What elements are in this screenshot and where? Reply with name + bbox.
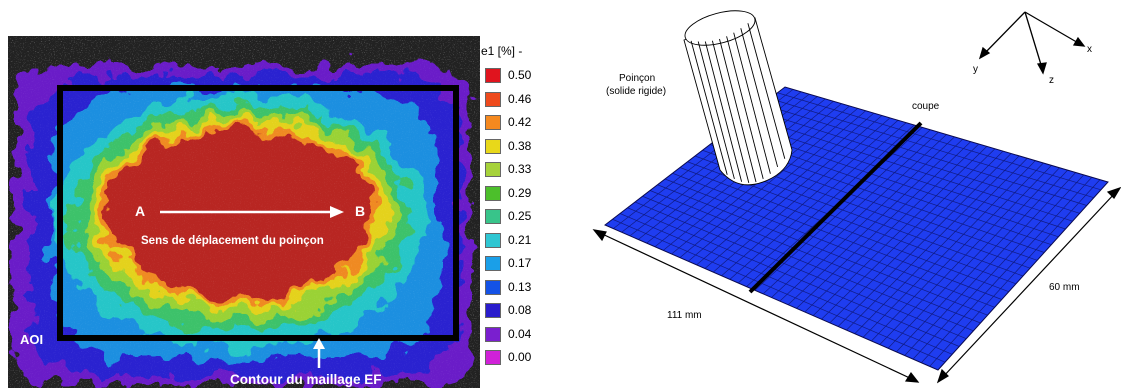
punch-cylinder	[683, 10, 793, 186]
color-scale-swatches	[485, 68, 501, 374]
section-line	[748, 121, 923, 294]
scale-tick-label: 0.50	[508, 68, 532, 82]
dimension-arrows	[592, 187, 1121, 384]
scale-tick-label: 0.29	[508, 185, 532, 200]
scale-swatch	[485, 162, 501, 177]
scale-title: e1 [%] -	[481, 44, 523, 58]
punch-label: Poinçon	[619, 73, 656, 84]
scale-swatch	[485, 326, 501, 342]
width-label: 60 mm	[1049, 282, 1080, 293]
axis-triad	[978, 11, 1086, 75]
point-b-label: B	[355, 203, 366, 219]
axis-x-label: x	[1087, 44, 1092, 55]
scale-swatch	[485, 256, 501, 271]
length-label: 111 mm	[667, 310, 702, 321]
scale-tick-label: 0.17	[508, 256, 532, 270]
scale-swatch	[485, 68, 501, 83]
point-a-label: A	[135, 203, 146, 219]
scale-swatch	[485, 209, 501, 224]
scale-swatch	[485, 185, 501, 201]
strain-field-svg	[8, 36, 480, 388]
scale-tick-label: 0.25	[508, 209, 532, 223]
aoi-label: AOI	[20, 332, 44, 347]
scale-swatch	[485, 303, 501, 318]
color-scale-ticks: 0.50 0.46 0.42 0.38 0.33 0.29 0.25 0.21 0.17 0.13…	[508, 67, 531, 373]
mesh-contour-rect	[57, 85, 459, 341]
scale-swatch	[485, 115, 501, 130]
scale-swatch	[485, 350, 501, 365]
scale-tick-label: 0.38	[508, 138, 532, 153]
section-label: coupe	[912, 101, 940, 112]
scale-tick-label: 0.00	[508, 350, 532, 364]
scale-swatch	[485, 91, 501, 107]
scale-tick-label: 0.13	[508, 279, 532, 294]
mesh-grid	[612, 89, 1102, 367]
scale-tick-label: 0.46	[508, 91, 532, 106]
scale-tick-label: 0.04	[508, 326, 532, 341]
contour-label: Contour du maillage EF	[230, 372, 382, 387]
scale-swatch	[485, 279, 501, 295]
scale-tick-label: 0.21	[508, 232, 532, 247]
scale-tick-label: 0.08	[508, 303, 532, 317]
strain-field-image: A B Sens de déplacement du poinçon AOI C…	[8, 36, 480, 388]
fe-model-svg	[592, 10, 1121, 384]
scale-swatch	[485, 232, 501, 248]
scale-tick-label: 0.33	[508, 162, 532, 176]
punch-sublabel: (solide rigide)	[606, 86, 667, 97]
scale-swatch	[485, 138, 501, 154]
direction-label: Sens de déplacement du poinçon	[141, 235, 324, 247]
axis-z-label: z	[1049, 75, 1054, 86]
scale-tick-label: 0.42	[508, 115, 532, 129]
axis-y-label: y	[973, 64, 978, 75]
